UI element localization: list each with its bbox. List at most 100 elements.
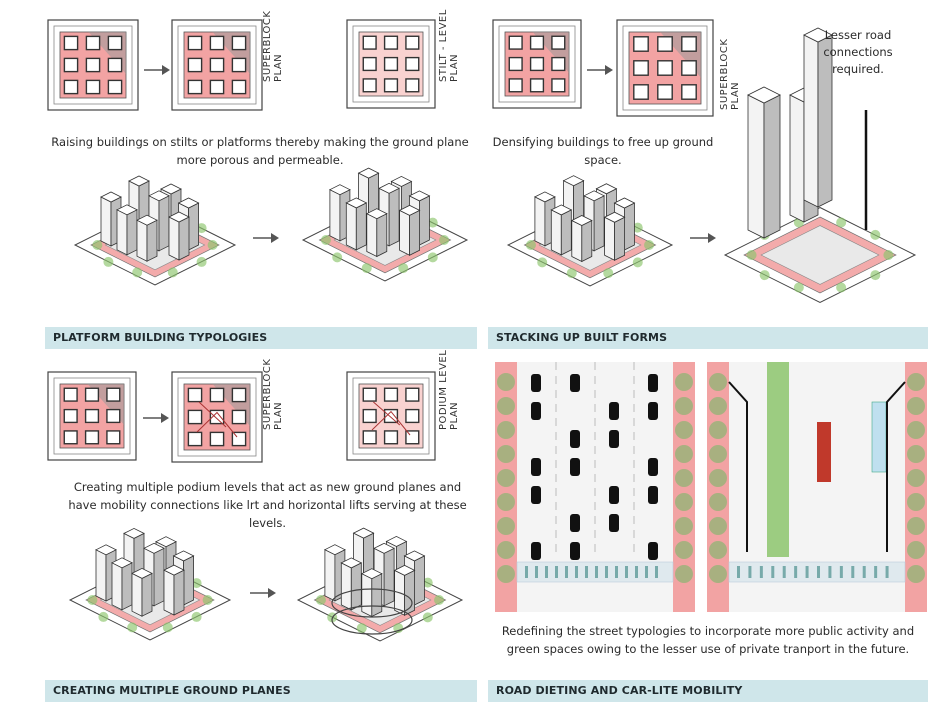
lesser-road-note: Lesser road connections required. (823, 28, 893, 76)
iso-bl-2-tower-top (352, 527, 375, 539)
stacking-caption: Densifying buildings to free up ground s… (492, 135, 714, 167)
street-before-crosswalk-stripe (595, 566, 598, 578)
street-before-crosswalk-stripe (615, 566, 618, 578)
street-before-tree (497, 397, 515, 415)
iso-tr-1-tower-face-l (604, 216, 615, 261)
street-before-crosswalk-stripe (555, 566, 558, 578)
plan-tr-1-building (529, 35, 545, 50)
iso-tr-2-tall-a-top (747, 86, 781, 104)
street-after-kerb (886, 381, 906, 552)
iso-bl-1-tower-top (163, 564, 185, 576)
street-after-tree (907, 541, 925, 559)
plan-tr-1-road (498, 25, 576, 103)
plan-bl-3-building (362, 430, 377, 445)
plan-tl-3-building (362, 35, 377, 50)
street-before-car (570, 374, 580, 392)
plan-bl-3-building (405, 408, 420, 424)
road-section-band: ROAD DIETING AND CAR-LITE MOBILITY (488, 680, 928, 702)
iso-tl-2-tower-top (390, 176, 413, 187)
iso-bl-1-tower-top (143, 542, 165, 554)
iso-tr-2-tree (836, 282, 847, 293)
iso-tl-1-tower-face-r (146, 219, 158, 262)
iso-tl-2-tower-top (378, 182, 400, 194)
plan-bl-2-building (209, 409, 225, 425)
plan-tl-1-building (63, 79, 79, 95)
iso-tr-1-tower-face-r (614, 216, 625, 261)
multiple-section-band: CREATING MULTIPLE GROUND PLANES (45, 680, 477, 702)
iso-tr-1-tree (566, 268, 577, 279)
iso-bl-1-tree (87, 595, 98, 605)
iso-tr-2-tree (836, 217, 847, 228)
plan-tr-1-building (551, 56, 566, 72)
iso-bl-1-tower-face-r (173, 569, 185, 616)
plan-tl-1-building (85, 35, 101, 51)
iso-tl-2-tree (398, 263, 409, 274)
street-after-tree (709, 373, 727, 391)
street-before-tree (675, 541, 693, 559)
iso-tl-2-tree (427, 217, 438, 228)
street-after-crosswalk-stripe (737, 566, 740, 578)
plan-tl-1-road (53, 25, 133, 105)
iso-bl-1-tree (98, 611, 109, 622)
street-after-green-median (767, 362, 789, 557)
street-before-tree (675, 397, 693, 415)
street-before-crosswalk-stripe (645, 566, 648, 578)
street-after-tree (907, 493, 925, 511)
iso-tl-2-tower-face-l (345, 202, 357, 251)
street-after-tree (709, 445, 727, 463)
street-after-tree (907, 397, 925, 415)
street-before-tree (675, 445, 693, 463)
plan-tr-2-building (633, 84, 649, 100)
street-before-tree (497, 421, 515, 439)
iso-bl-1-tree (162, 622, 173, 633)
iso-tl-1-tower-top (136, 214, 158, 226)
street-before-crosswalk-stripe (655, 566, 658, 578)
iso-tr-1-tree (644, 240, 655, 250)
iso-bl-1-tree (127, 622, 138, 633)
street-after-crosswalk-stripe (839, 566, 843, 578)
street-before-tree (497, 541, 515, 559)
street-after-crosswalk-stripe (794, 566, 798, 578)
iso-tr-1-tree (632, 222, 643, 233)
iso-bl-1-tree (191, 578, 202, 589)
street-after-tree (907, 445, 925, 463)
street-before-car (531, 486, 541, 504)
street-before-crosswalk-stripe (535, 566, 538, 578)
iso-tl-2-tower-top (329, 184, 351, 196)
iso-tl-1-tower-top (100, 191, 122, 203)
plan-bl-3-road (352, 377, 430, 455)
street-after-crosswalk-stripe (817, 566, 820, 578)
iso-tr-1-tree (537, 257, 548, 268)
iso-tl-1-tree (196, 256, 207, 267)
iso-bl-1-tower-face-l (131, 572, 143, 617)
arrow-iso-tr-head (708, 233, 716, 243)
plan-tl-2-building (209, 35, 225, 51)
iso-tr-1-tower-face-l (534, 196, 546, 247)
iso-bl-2-tower-face-r (371, 573, 383, 618)
iso-tl-1-tree (207, 240, 218, 250)
street-before-crosswalk-stripe (585, 566, 588, 578)
plan-tl-3-building (383, 35, 399, 50)
street-before-car (609, 430, 619, 448)
plan-tl-2-building (187, 35, 203, 51)
iso-tr-1-tower-top (534, 191, 556, 203)
arrow-bl-1-head (161, 413, 169, 423)
plan-tr-1-building (551, 35, 566, 50)
street-after-tree (907, 469, 925, 487)
iso-tr-1-tree (603, 268, 614, 279)
plan-tl-3-building (405, 35, 420, 50)
iso-bl-2-tower-top (324, 544, 346, 556)
plan-tl-2-road (177, 25, 257, 105)
iso-tr-1-tree (525, 240, 536, 250)
plan-tl-3-building (362, 78, 377, 93)
arrow-iso-tl-head (271, 233, 279, 243)
street-before-crosswalk-stripe (625, 566, 628, 578)
iso-tl-1-tower-top (116, 204, 138, 216)
plan-tr-2-building (681, 60, 697, 76)
iso-bl-1-tower-face-r (183, 555, 195, 606)
street-before-car (570, 430, 580, 448)
iso-tl-1-tower-face-r (158, 195, 170, 252)
iso-bl-2-tower-face-r (383, 547, 395, 607)
street-after-crosswalk-stripe (805, 566, 809, 578)
plan-bl-1-building (63, 430, 78, 445)
